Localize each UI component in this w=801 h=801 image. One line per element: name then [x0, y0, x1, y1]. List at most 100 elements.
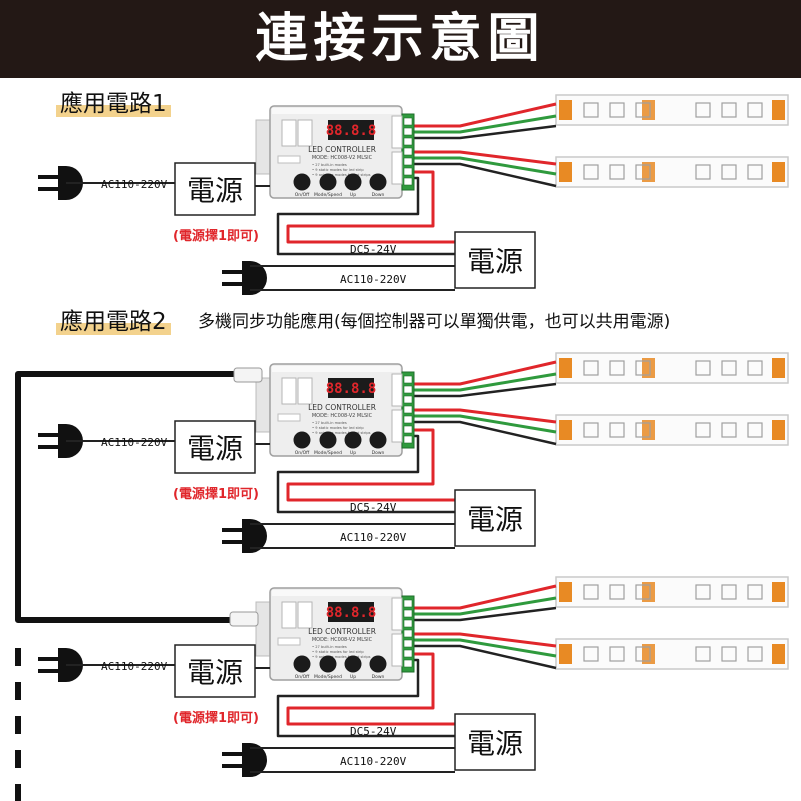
terminal-screw: [403, 127, 413, 136]
controller-button: [344, 173, 362, 191]
wire-black-upper-3: [414, 606, 557, 622]
title-banner: 連接示意圖: [0, 0, 801, 78]
strip-mid-led: [642, 100, 655, 120]
ac-plug-bottom-2: [222, 519, 267, 553]
strip-led-chip: [695, 584, 711, 600]
terminal-label: [391, 115, 403, 149]
terminal-screw: [403, 157, 413, 166]
controller-title: LED CONTROLLER: [308, 145, 376, 154]
controller-button: [319, 431, 337, 449]
strip-body: [555, 576, 789, 608]
strip-led-chip: [583, 584, 599, 600]
strip-led-chip: [635, 584, 651, 600]
strip-led-chip: [635, 422, 651, 438]
strip-led-chip: [609, 646, 625, 662]
wire-dc-negative-2: [276, 434, 455, 514]
strip-led-chip: [583, 646, 599, 662]
strip-led-chip: [721, 164, 737, 180]
sync-connector-top: [233, 367, 263, 383]
controller-feature: • 9 animate modes for led strips: [312, 655, 371, 659]
controller-title: LED CONTROLLER: [308, 403, 376, 412]
strip-led-chip: [609, 584, 625, 600]
dc-label-1: DC5-24V: [350, 243, 397, 256]
controller-button-label: Mode/Speed: [314, 192, 342, 198]
led-strip-lower-2: [555, 414, 789, 446]
controller-feature: • 9 animate modes for led strips: [312, 431, 371, 435]
controller-port-label: [277, 155, 301, 164]
terminal-screw: [403, 639, 413, 648]
strip-led-chip: [609, 164, 625, 180]
strip-led-chip: [695, 102, 711, 118]
circuit2-label-box: 應用電路2: [56, 308, 171, 336]
strip-led-chip: [721, 422, 737, 438]
controller-label-block: [281, 601, 297, 629]
strip-body: [555, 156, 789, 188]
terminal-screw: [403, 609, 413, 618]
power-supply-right-2-label: 電源: [467, 503, 523, 536]
choose-power-note-1: (電源擇1即可): [173, 228, 259, 244]
terminal-screw: [403, 117, 413, 126]
terminal-screw: [403, 599, 413, 608]
terminal-screw: [403, 629, 413, 638]
terminal-screw: [403, 659, 413, 668]
terminal-screw: [403, 415, 413, 424]
strip-led-chip: [583, 102, 599, 118]
wire-red-lower-1: [414, 150, 557, 166]
terminal-screw: [403, 385, 413, 394]
strip-led-chip: [747, 646, 763, 662]
circuit1-label: 應用電路1: [60, 91, 167, 117]
led-strip-lower-3: [555, 638, 789, 670]
strip-connector-led: [559, 162, 572, 182]
ac-label-left-2: AC110-220V: [101, 436, 168, 449]
controller-display: [328, 378, 374, 398]
wire-dc-positive-2: [286, 428, 455, 502]
controller-display-digits: 88.8.8: [326, 123, 377, 139]
strip-body: [555, 94, 789, 126]
wire-dc-negative-3: [276, 658, 455, 738]
controller-display-digits: 88.8.8: [326, 381, 377, 397]
controller-button: [293, 655, 311, 673]
strip-connector-led: [559, 420, 572, 440]
power-supply-left-2-label: 電源: [187, 432, 243, 465]
strip-connector-led: [559, 644, 572, 664]
terminal-label: [391, 597, 403, 631]
strip-led-chip: [695, 422, 711, 438]
terminal-screw: [403, 395, 413, 404]
controller-label-block: [297, 601, 313, 629]
controller-display: [328, 120, 374, 140]
controller-button: [369, 431, 387, 449]
terminal-label: [391, 373, 403, 407]
controller-port-label: [277, 637, 301, 646]
circuit2-note: 多機同步功能應用(每個控制器可以單獨供電，也可以共用電源): [198, 312, 671, 332]
strip-led-chip: [747, 164, 763, 180]
controller-button-label: Down: [372, 450, 385, 456]
controller-button: [344, 431, 362, 449]
wire-red-upper-2: [414, 360, 557, 386]
wire-green-lower-2: [414, 414, 557, 434]
terminal-screw: [403, 177, 413, 186]
controller-feature: • 9 static modes for led strip: [312, 426, 364, 430]
circuit2-label: 應用電路2: [60, 309, 167, 335]
strip-led-chip: [747, 102, 763, 118]
wire-green-upper-2: [414, 372, 557, 392]
strip-body: [555, 414, 789, 446]
led-strip-lower-1: [555, 156, 789, 188]
strip-mid-led: [642, 358, 655, 378]
controller-button: [319, 173, 337, 191]
ac-label-bottom-1: AC110-220V: [340, 273, 407, 286]
strip-led-chip: [721, 584, 737, 600]
controller-feature: • 9 static modes for led strip: [312, 168, 364, 172]
strip-led-chip: [747, 584, 763, 600]
strip-led-chip: [721, 102, 737, 118]
controller-label-block: [297, 377, 313, 405]
strip-led-chip: [635, 102, 651, 118]
controller-button: [293, 431, 311, 449]
power-supply-left-3-box: [174, 644, 256, 698]
plug-body: [242, 261, 267, 295]
controller-feature: • 27 built-in modes: [312, 163, 347, 167]
controller-button-label: On/Off: [295, 450, 310, 456]
power-supply-left-2-box: [174, 420, 256, 474]
terminal-screw: [403, 147, 413, 156]
